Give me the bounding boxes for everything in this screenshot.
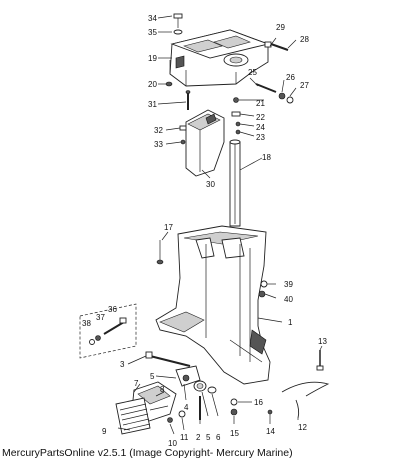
callout-39: 39 [284,280,293,289]
fitting-4 [175,365,201,387]
callout-24: 24 [256,123,265,132]
callout-36: 36 [108,305,117,314]
bolt-20 [165,81,173,87]
callout-6: 6 [216,433,221,442]
screw-13 [316,350,324,371]
callout-9: 9 [102,427,107,436]
driveshaft-housing [155,225,271,385]
callout-1: 1 [288,318,293,327]
callout-labels: 34 35 19 20 31 32 33 30 29 28 25 26 27 2… [82,14,327,446]
callout-18: 18 [262,153,271,162]
bolt-3 [145,351,191,367]
washer-6 [207,386,217,394]
washer-39 [260,280,268,288]
nut-15 [230,408,238,416]
callout-22: 22 [256,113,265,122]
washer-35 [173,29,183,35]
screw-8 [149,405,169,411]
callout-33: 33 [154,140,163,149]
callout-16: 16 [254,398,263,407]
callout-11: 11 [180,433,189,442]
grille-plate [115,397,151,435]
callout-30: 30 [206,180,215,189]
bolt-17 [156,240,164,265]
inset-box [79,303,137,359]
copyright-caption: MercuryPartsOnline v2.5.1 (Image Copyrig… [2,447,293,459]
callout-38: 38 [82,319,91,328]
callout-19: 19 [148,54,157,63]
adapter-plate [169,29,270,87]
washer-27 [286,96,294,104]
screw-10 [167,417,173,423]
callout-35: 35 [148,28,157,37]
nut-40 [258,290,266,298]
callout-20: 20 [148,80,157,89]
callout-10: 10 [168,439,177,446]
callout-34: 34 [148,14,157,23]
callout-3: 3 [120,360,125,369]
leader-lines [117,15,323,435]
exhaust-tube [185,109,225,177]
callout-23: 23 [256,133,265,142]
callout-28: 28 [300,35,309,44]
callout-5: 5 [150,372,155,381]
stud-25 [255,83,277,93]
callout-2: 2 [196,433,201,442]
callout-29: 29 [276,23,285,32]
callout-27: 27 [300,81,309,90]
callout-4: 4 [184,403,189,412]
hardware-21-24 [231,97,241,135]
nut-26 [278,92,286,100]
stud-31 [185,90,191,110]
callout-32: 32 [154,126,163,135]
washer-11 [178,410,186,418]
callout-12: 12 [298,423,307,432]
callout-40: 40 [284,295,293,304]
drive-shaft [229,139,241,227]
callout-25: 25 [248,68,257,77]
callout-21: 21 [256,99,265,108]
callout-13: 13 [318,337,327,346]
callout-5b: 5 [206,433,211,442]
screw-14 [267,409,273,415]
hardware-32-33 [179,125,187,145]
bushing-5 [193,380,207,392]
callout-31: 31 [148,100,157,109]
callout-8: 8 [160,385,165,394]
exploded-parts-diagram: 34 35 19 20 31 32 33 30 29 28 25 26 27 2… [79,13,330,446]
callout-37: 37 [96,313,105,322]
callout-17: 17 [164,223,173,232]
callout-7: 7 [134,379,139,388]
bolt-34 [173,13,183,28]
callout-15: 15 [230,429,239,438]
callout-14: 14 [266,427,275,436]
clamp-ring [281,381,330,419]
washer-16 [230,398,238,406]
callout-26: 26 [286,73,295,82]
